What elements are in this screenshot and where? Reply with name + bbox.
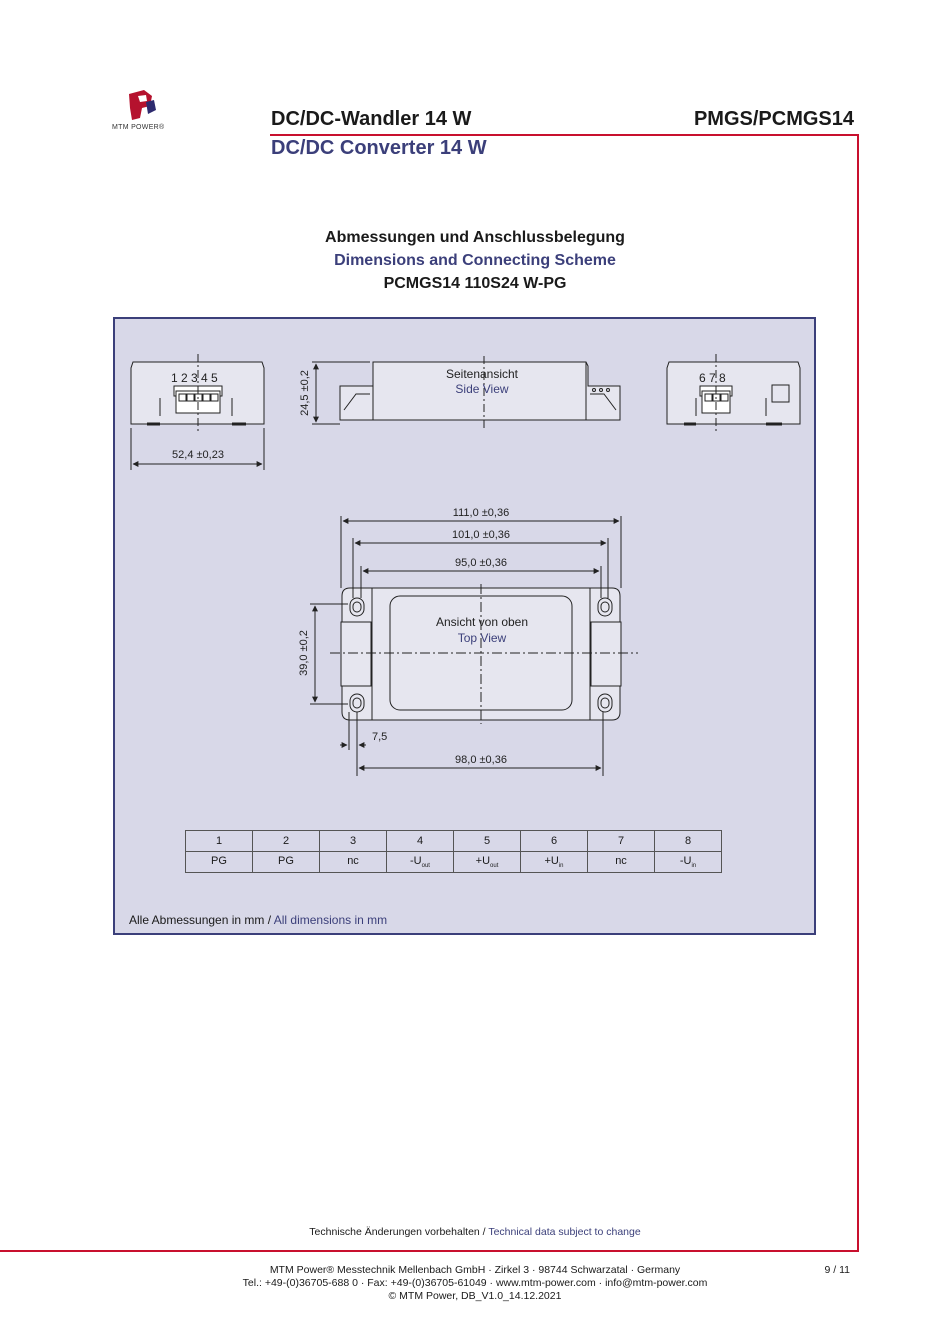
pin-function-row: PG PG nc -Uout +Uout +Uin nc -Uin	[185, 851, 722, 873]
brand-logo	[126, 88, 158, 122]
pin-number: 5	[453, 830, 521, 852]
rear-view	[666, 354, 801, 432]
pin-function: nc	[319, 851, 387, 873]
pin-function: PG	[252, 851, 320, 873]
pin-number: 2	[252, 830, 320, 852]
pin-assignment-table: 1 2 3 4 5 6 7 8 PG PG nc -Uout +Uout +Ui…	[185, 830, 722, 873]
pin-number: 1	[185, 830, 253, 852]
pin-function: -Uout	[386, 851, 454, 873]
header-title-en: DC/DC Converter 14 W	[271, 137, 487, 159]
dim-111: 111,0 ±0,36	[453, 507, 509, 519]
dim-39: 39,0 ±0,2	[298, 630, 310, 676]
front-view	[130, 354, 265, 470]
front-pin-label: 1 2 3 4 5	[171, 371, 218, 385]
top-view	[310, 516, 638, 776]
frame-top-line	[270, 134, 859, 136]
pin-number: 6	[520, 830, 588, 852]
footer-address: MTM Power® Messtechnik Mellenbach GmbH ·…	[269, 1264, 681, 1276]
dim-95: 95,0 ±0,36	[455, 557, 507, 569]
page-number: 9 / 11	[824, 1264, 851, 1276]
header-title-de: DC/DC-Wandler 14 W	[271, 108, 472, 130]
dim-101: 101,0 ±0,36	[452, 529, 510, 541]
frame-bottom-line	[0, 1250, 859, 1252]
pin-number: 3	[319, 830, 387, 852]
pin-number: 8	[654, 830, 722, 852]
change-notice: Technische Änderungen vorbehalten / Tech…	[309, 1226, 641, 1238]
pin-function: -Uin	[654, 851, 722, 873]
section-model: PCMGS14 110S24 W-PG	[383, 275, 567, 292]
mtm-logo-icon	[129, 90, 156, 120]
top-view-label-de: Ansicht von oben	[436, 615, 528, 629]
rear-pin-label: 6 7 8	[699, 371, 726, 385]
pin-function: +Uin	[520, 851, 588, 873]
pin-number: 4	[386, 830, 454, 852]
section-title-en: Dimensions and Connecting Scheme	[334, 252, 616, 269]
side-view-label-en: Side View	[455, 382, 508, 396]
pin-function: +Uout	[453, 851, 521, 873]
side-view	[312, 356, 621, 428]
frame-right-line	[857, 134, 859, 1252]
dim-7-5: 7,5	[372, 731, 387, 743]
footer-contact: Tel.: +49-(0)36705-688 0 · Fax: +49-(0)3…	[242, 1277, 708, 1289]
pin-function: PG	[185, 851, 253, 873]
footer-copyright: © MTM Power, DB_V1.0_14.12.2021	[388, 1290, 562, 1302]
dimensions-note: Alle Abmessungen in mm / All dimensions …	[129, 913, 388, 927]
side-view-label-de: Seitenansicht	[446, 367, 519, 381]
pin-function: nc	[587, 851, 655, 873]
height-dimension: 24,5 ±0,2	[299, 370, 311, 416]
logo-text: MTM POWER®	[112, 124, 165, 131]
pin-number: 7	[587, 830, 655, 852]
top-view-label-en: Top View	[458, 631, 507, 645]
width-dimension: 52,4 ±0,23	[172, 449, 224, 461]
pin-number-row: 1 2 3 4 5 6 7 8	[185, 830, 722, 852]
section-title-de: Abmessungen und Anschlussbelegung	[325, 229, 625, 246]
dim-98: 98,0 ±0,36	[455, 754, 507, 766]
header-model: PMGS/PCMGS14	[693, 108, 854, 130]
